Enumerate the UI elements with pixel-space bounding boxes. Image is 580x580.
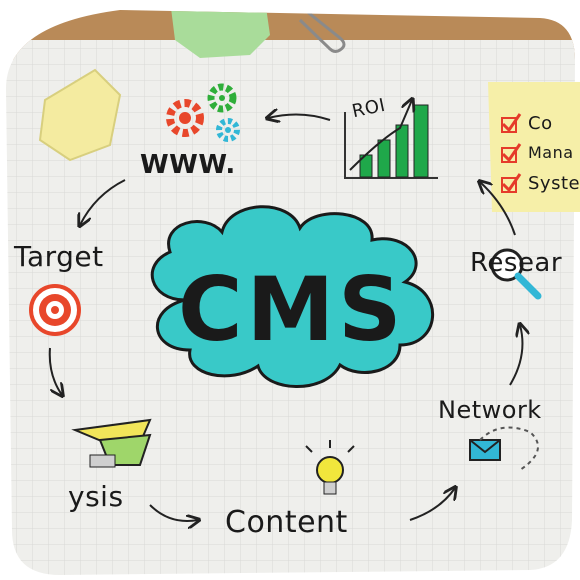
analysis-chart-icon: [71, 418, 152, 468]
crumpled-green-paper: [170, 10, 270, 58]
magnifier-icon: [490, 248, 542, 300]
roi-bar: [395, 124, 409, 178]
roi-bar: [413, 104, 429, 178]
gears-icon: [166, 83, 240, 142]
label-research: Resear: [470, 248, 563, 278]
label-network: Network: [438, 396, 542, 424]
label-target: Target: [14, 240, 104, 273]
target-icon: [29, 284, 81, 336]
check-icon: [501, 173, 522, 193]
sticky-note: [488, 82, 580, 212]
paperclip-icon: [298, 10, 346, 53]
cms-title: CMS: [178, 258, 406, 361]
check-icon: [501, 143, 522, 163]
label-analysis: ysis: [68, 480, 124, 513]
sticky-item: Syste: [528, 173, 580, 194]
lightbulb-icon: [305, 440, 355, 495]
roi-bar-chart-icon: [344, 100, 438, 179]
sticky-item: Co: [528, 113, 553, 134]
cycle-arrows: [48, 114, 523, 521]
cms-cloud: [150, 205, 434, 388]
label-www: WWW.: [140, 150, 236, 180]
sticky-item: Mana: [528, 143, 574, 162]
label-content: Content: [225, 505, 348, 540]
envelope-icon: [469, 426, 539, 471]
check-icon: [501, 113, 522, 133]
roi-bar: [377, 139, 391, 178]
crumpled-yellow-paper: [38, 68, 122, 162]
